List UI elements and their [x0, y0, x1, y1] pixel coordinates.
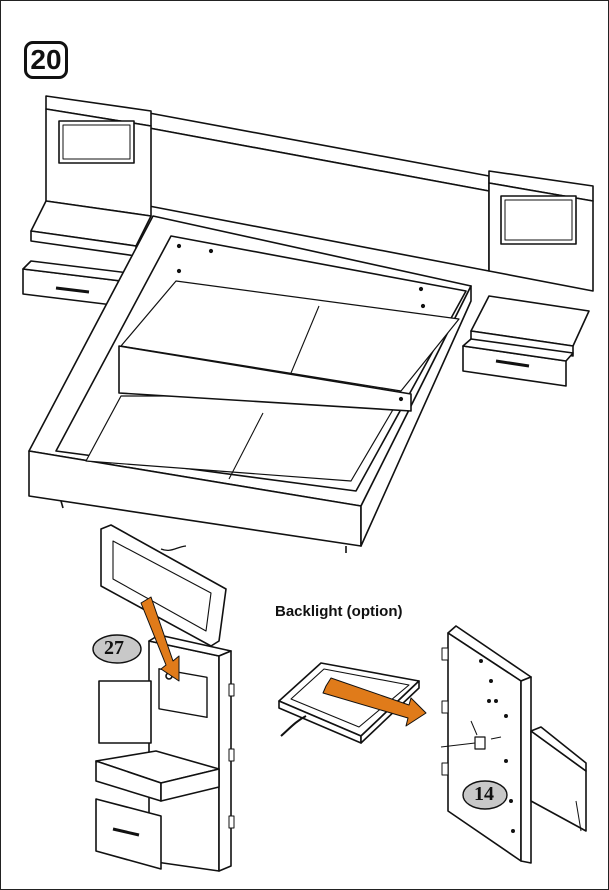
- step-number: 20: [24, 41, 68, 79]
- side-panel-27: [95, 634, 235, 872]
- right-side-panel-14: [440, 625, 587, 864]
- callout-14-bubble: [462, 780, 508, 810]
- right-nightstand-panel: [462, 170, 594, 387]
- bed-frame: [28, 215, 472, 553]
- backlight-option-label: Backlight (option): [275, 603, 403, 620]
- arrow-to-27: [140, 596, 180, 682]
- part-27-label: 27: [104, 637, 124, 659]
- left-nightstand-panel: [22, 95, 152, 307]
- backlight-arrow: [322, 677, 427, 727]
- callout-27-bubble: [92, 634, 142, 664]
- part-14-label: 14: [474, 783, 494, 805]
- light-frame-part: [100, 524, 227, 647]
